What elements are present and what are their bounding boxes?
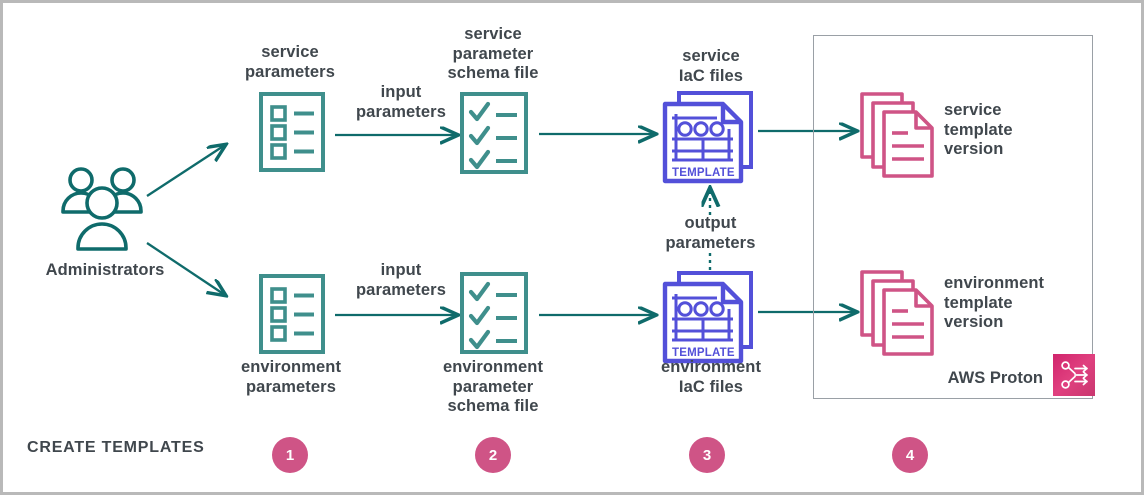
output-parameters-connector <box>703 185 719 277</box>
aws-proton-logo-icon <box>1053 354 1095 396</box>
step-badge-4[interactable]: 4 <box>892 437 928 473</box>
environment-template-badge-text: TEMPLATE <box>672 347 735 359</box>
environment-iac-label: environment IaC files <box>660 358 762 396</box>
step-badge-2[interactable]: 2 <box>475 437 511 473</box>
service-schema-to-iac-arrow <box>539 127 667 141</box>
step-badge-1[interactable]: 1 <box>272 437 308 473</box>
environment-parameters-label: environment parameters <box>240 358 342 396</box>
environment-iac-to-version-arrow <box>758 305 868 319</box>
service-iac-label: service IaC files <box>678 47 744 85</box>
environment-parameters-icon <box>257 273 327 355</box>
service-input-parameters-label: input parameters <box>356 83 446 121</box>
service-template-badge-text: TEMPLATE <box>672 167 735 179</box>
environment-iac-template-icon: TEMPLATE <box>659 269 761 365</box>
service-iac-to-version-arrow <box>758 124 868 138</box>
administrators-icon <box>55 163 155 263</box>
admin-branch-arrows <box>146 123 253 313</box>
environment-input-arrow <box>335 308 469 322</box>
service-parameters-icon <box>257 91 327 173</box>
service-template-version-label: service template version <box>944 101 1013 158</box>
aws-proton-label: AWS Proton <box>947 369 1043 387</box>
service-iac-template-icon: TEMPLATE <box>659 89 761 185</box>
service-schema-label: service parameter schema file <box>447 25 539 82</box>
step-badge-3[interactable]: 3 <box>689 437 725 473</box>
environment-schema-file-icon <box>458 271 530 355</box>
service-schema-file-icon <box>458 91 530 175</box>
environment-schema-to-iac-arrow <box>539 308 667 322</box>
output-parameters-label: output parameters <box>665 214 756 252</box>
service-input-arrow <box>335 128 469 142</box>
administrators-label: Administrators <box>45 261 165 279</box>
environment-template-version-label: environment template version <box>944 274 1045 331</box>
service-parameters-label: service parameters <box>245 43 335 81</box>
create-templates-label: CREATE TEMPLATES <box>27 439 205 456</box>
aws-proton-group-box <box>813 35 1093 399</box>
service-template-version-icon <box>858 89 940 181</box>
environment-schema-label: environment parameter schema file <box>442 358 544 415</box>
environment-input-parameters-label: input parameters <box>356 261 446 299</box>
environment-template-version-icon <box>858 267 940 359</box>
